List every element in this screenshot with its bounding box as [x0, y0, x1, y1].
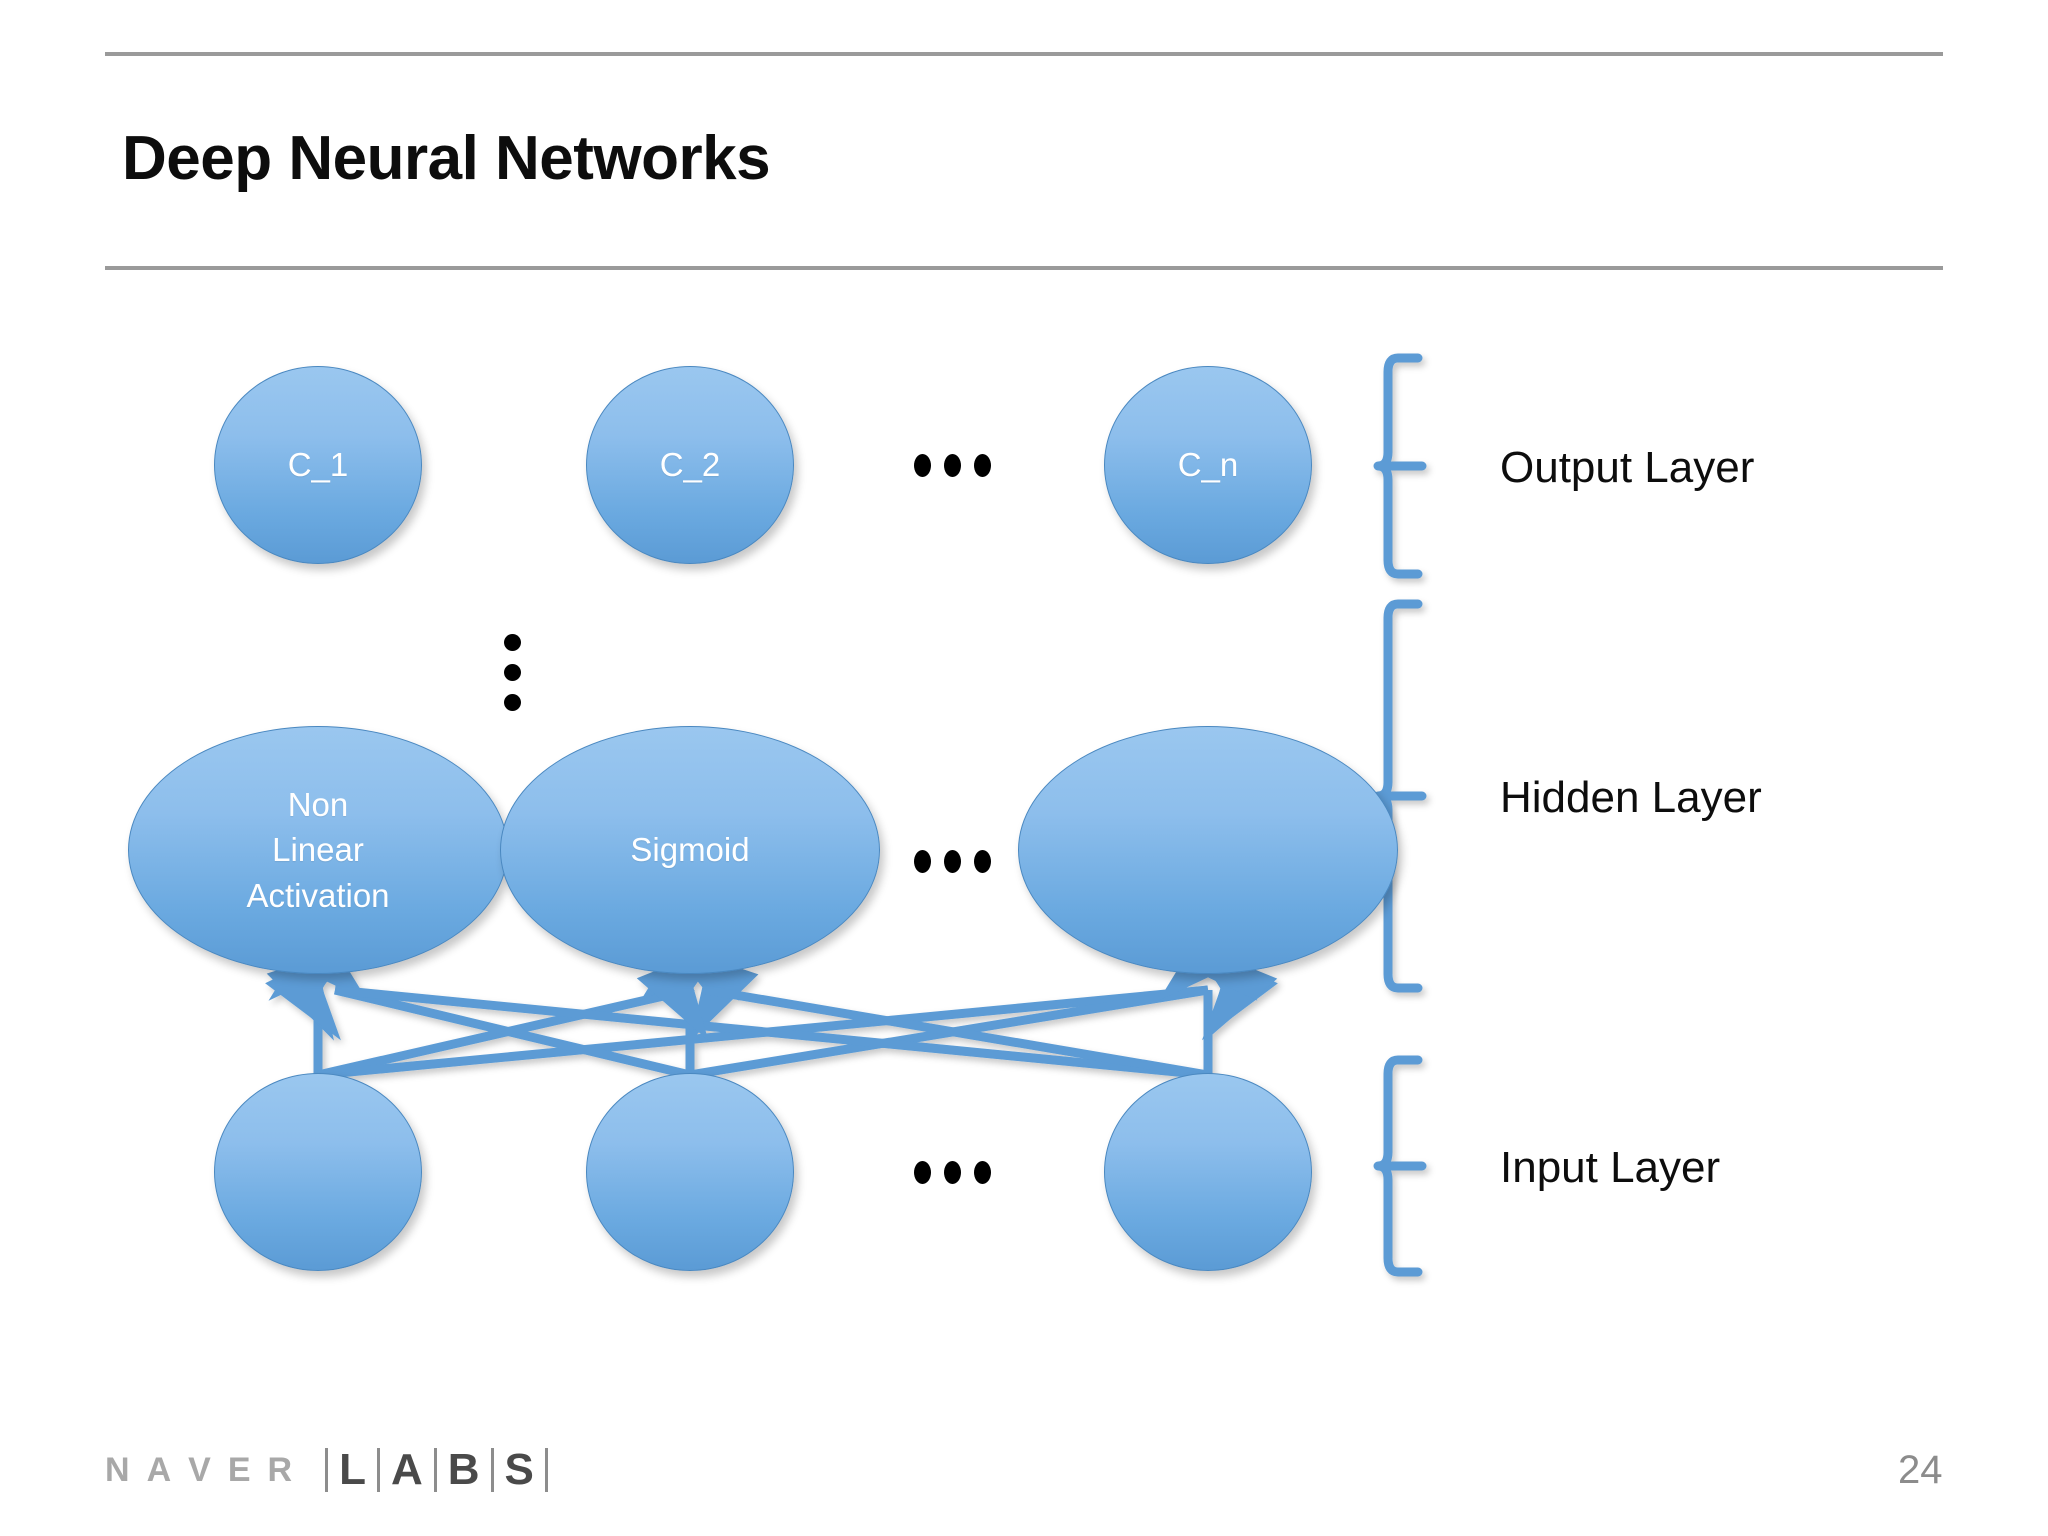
edge-i3-h1	[265, 941, 1209, 1080]
naver-letter-r: R	[267, 1451, 293, 1489]
brace-hidden-layer	[1373, 599, 1427, 993]
layer-label-hidden: Hidden Layer	[1500, 773, 1762, 822]
labs-letter-b: B	[447, 1445, 480, 1494]
naver-letter-e: E	[227, 1451, 251, 1489]
naver-wordmark: N A V E R	[105, 1453, 292, 1487]
hidden-layer-ellipsis	[914, 850, 991, 873]
connection-edges	[265, 919, 1278, 1080]
output-layer-ellipsis	[914, 454, 991, 477]
output-node-n[interactable]: C_n	[1104, 366, 1312, 564]
naver-letter-n: N	[105, 1451, 130, 1489]
input-node-2[interactable]	[586, 1073, 794, 1271]
edge-i2-h1	[266, 944, 692, 1080]
layer-label-output: Output Layer	[1500, 443, 1755, 492]
labs-separator-2	[433, 1448, 437, 1492]
labs-letter-a: A	[390, 1445, 423, 1494]
edge-i3-h2	[636, 942, 1209, 1080]
hidden-node-1[interactable]: Non Linear Activation	[128, 726, 508, 974]
hidden-node-1-label: Non Linear Activation	[246, 785, 390, 914]
brace-output-layer	[1373, 353, 1427, 579]
page-title: Deep Neural Networks	[122, 124, 771, 193]
header-divider-bottom	[105, 266, 1943, 270]
hidden-node-2[interactable]: Sigmoid	[500, 726, 880, 974]
hidden-node-2-label: Sigmoid	[630, 831, 750, 869]
page-number: 24	[1898, 1448, 1943, 1492]
hidden-stack-ellipsis	[504, 634, 521, 711]
labs-letter-s: S	[504, 1445, 534, 1494]
labs-wordmark: L A B S	[314, 1448, 559, 1492]
naver-letter-a: A	[146, 1451, 172, 1489]
brace-input-layer	[1373, 1055, 1427, 1277]
input-node-n[interactable]	[1104, 1073, 1312, 1271]
output-node-1[interactable]: C_1	[214, 366, 422, 564]
naver-labs-logo: N A V E R L A B S	[105, 1438, 559, 1502]
labs-separator-1	[376, 1448, 380, 1492]
output-node-1-label: C_1	[287, 446, 349, 484]
labs-separator-4	[544, 1448, 548, 1492]
layer-label-input: Input Layer	[1500, 1143, 1721, 1192]
labs-letter-l: L	[339, 1445, 366, 1494]
naver-letter-v: V	[188, 1451, 211, 1489]
labs-separator-3	[490, 1448, 494, 1492]
header-divider-top	[105, 52, 1943, 56]
output-node-n-label: C_n	[1177, 446, 1239, 484]
output-node-2[interactable]: C_2	[586, 366, 794, 564]
input-layer-ellipsis	[914, 1161, 991, 1184]
hidden-node-n[interactable]	[1018, 726, 1398, 974]
output-node-2-label: C_2	[659, 446, 721, 484]
labs-separator-0	[325, 1448, 329, 1492]
input-node-1[interactable]	[214, 1073, 422, 1271]
